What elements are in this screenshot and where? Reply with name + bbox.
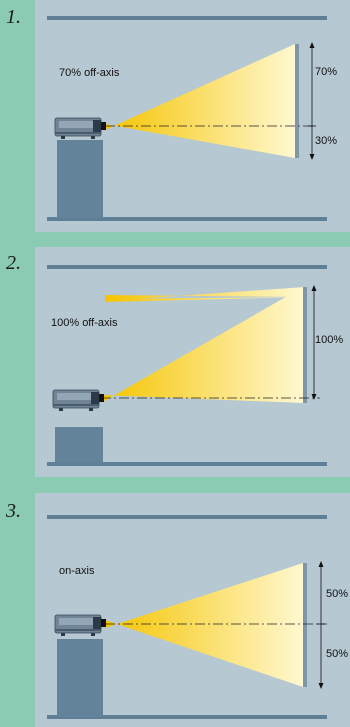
projection-screen (295, 44, 299, 158)
projector-icon (54, 614, 106, 636)
light-beam (101, 287, 303, 403)
floor-rail (47, 462, 327, 466)
projection-diagram (47, 16, 327, 221)
dimension-arrow-icon (311, 285, 317, 400)
projector-icon (52, 389, 104, 411)
dimension-arrow-icon (308, 42, 316, 160)
lower-percentage: 30% (315, 135, 338, 147)
upper-percentage: 70% (315, 66, 338, 78)
full-percentage: 100% (315, 334, 344, 346)
pedestal (57, 140, 103, 218)
pedestal (57, 639, 103, 717)
diagram-caption: on-axis (59, 565, 95, 577)
pedestal (55, 427, 103, 463)
floor-rail (47, 715, 327, 719)
ceiling-rail (47, 265, 327, 269)
diagram-panel-2: 100% off-axis 100% (35, 247, 350, 477)
diagram-caption: 70% off-axis (59, 67, 120, 79)
diagram-caption: 100% off-axis (51, 317, 118, 329)
diagram-panel-3: on-axis 50% 50% (35, 493, 350, 727)
ceiling-rail (47, 515, 327, 519)
projection-screen (303, 563, 307, 687)
projector-icon (54, 117, 106, 139)
projection-screen (303, 287, 307, 403)
upper-percentage: 50% (326, 588, 349, 600)
lower-percentage: 50% (326, 648, 349, 660)
projection-diagram (47, 265, 327, 466)
step-number: 3. (6, 500, 21, 522)
ceiling-rail (47, 16, 327, 20)
light-beam (105, 287, 305, 301)
step-number: 2. (6, 252, 21, 274)
light-beam (105, 563, 303, 687)
dimension-arrow-icon (317, 561, 325, 689)
projection-diagram (47, 515, 327, 719)
diagram-panel-1: 70% off-axis 70% 30% (35, 0, 350, 232)
light-beam (105, 44, 295, 158)
light-beam (105, 297, 305, 302)
floor-rail (47, 217, 327, 221)
step-number: 1. (6, 6, 21, 28)
